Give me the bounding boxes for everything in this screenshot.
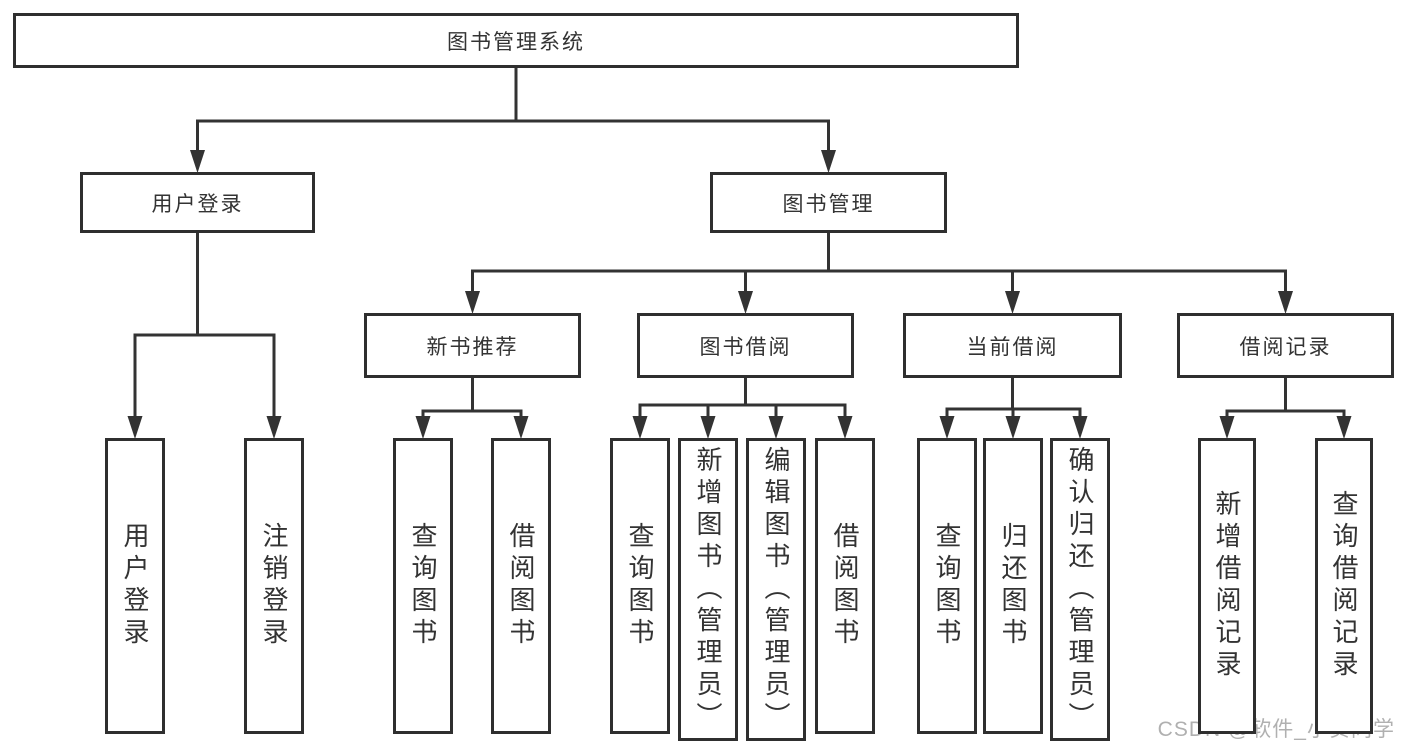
node-label: 新书推荐 xyxy=(426,335,519,359)
node-label: 查询图书 xyxy=(932,522,962,650)
node-label: 新增借阅记录 xyxy=(1212,490,1242,682)
node-label: 借阅图书 xyxy=(830,522,860,650)
arrowhead-icon xyxy=(1278,291,1293,314)
node-book-management: 图书管理 xyxy=(710,172,947,233)
edge-root xyxy=(190,67,836,173)
node-label: 借阅图书 xyxy=(506,522,536,650)
node-label: 图书借阅 xyxy=(699,335,792,359)
node-leaf-return-book: 归还图书 xyxy=(983,438,1043,734)
node-label: 用户登录 xyxy=(151,192,244,216)
node-current-borrow: 当前借阅 xyxy=(903,313,1122,378)
arrowhead-icon xyxy=(266,416,282,439)
arrowhead-icon xyxy=(465,291,480,314)
node-leaf-confirm-return: 确认归还（管理员） xyxy=(1050,438,1110,741)
node-leaf-query-book-3: 查询图书 xyxy=(917,438,977,734)
arrowhead-icon xyxy=(1072,416,1088,439)
node-label: 编辑图书（管理员） xyxy=(761,445,791,734)
arrowhead-icon xyxy=(768,416,784,439)
edge-user-login xyxy=(127,232,282,439)
node-label: 归还图书 xyxy=(998,522,1028,650)
edge-current-borrow xyxy=(939,377,1088,439)
arrowhead-icon xyxy=(1336,416,1352,439)
node-leaf-edit-book: 编辑图书（管理员） xyxy=(746,438,806,741)
arrowhead-icon xyxy=(190,150,205,173)
node-label: 用户登录 xyxy=(120,522,150,650)
edge-borrow-records xyxy=(1219,377,1352,439)
arrowhead-icon xyxy=(821,150,836,173)
node-label: 借阅记录 xyxy=(1239,335,1332,359)
node-label: 新增图书（管理员） xyxy=(693,445,723,734)
edge-book-management xyxy=(465,232,1293,314)
node-label: 当前借阅 xyxy=(966,335,1059,359)
edge-new-book-recommend xyxy=(415,377,529,439)
node-label: 图书管理系统 xyxy=(447,30,585,54)
arrowhead-icon xyxy=(1005,416,1021,439)
node-label: 图书管理 xyxy=(782,192,875,216)
node-borrow-records: 借阅记录 xyxy=(1177,313,1394,378)
node-leaf-logout: 注销登录 xyxy=(244,438,304,734)
node-leaf-query-book-2: 查询图书 xyxy=(610,438,670,734)
node-leaf-borrow-book-1: 借阅图书 xyxy=(491,438,551,734)
node-label: 注销登录 xyxy=(259,522,289,650)
node-book-borrow: 图书借阅 xyxy=(637,313,854,378)
node-label: 查询图书 xyxy=(408,522,438,650)
node-root: 图书管理系统 xyxy=(13,13,1019,68)
node-leaf-add-borrow-record: 新增借阅记录 xyxy=(1198,438,1256,734)
node-label: 查询借阅记录 xyxy=(1329,490,1359,682)
arrowhead-icon xyxy=(738,291,753,314)
arrowhead-icon xyxy=(1005,291,1020,314)
arrowhead-icon xyxy=(513,416,529,439)
node-leaf-user-login: 用户登录 xyxy=(105,438,165,734)
node-leaf-query-book-1: 查询图书 xyxy=(393,438,453,734)
arrowhead-icon xyxy=(632,416,648,439)
edge-book-borrow xyxy=(632,377,853,439)
arrowhead-icon xyxy=(939,416,955,439)
node-label: 查询图书 xyxy=(625,522,655,650)
node-leaf-add-book: 新增图书（管理员） xyxy=(678,438,738,741)
node-label: 确认归还（管理员） xyxy=(1065,445,1095,734)
node-user-login: 用户登录 xyxy=(80,172,315,233)
arrowhead-icon xyxy=(415,416,431,439)
arrowhead-icon xyxy=(1219,416,1235,439)
arrowhead-icon xyxy=(127,416,143,439)
node-leaf-query-borrow-record: 查询借阅记录 xyxy=(1315,438,1373,734)
node-leaf-borrow-book-2: 借阅图书 xyxy=(815,438,875,734)
arrowhead-icon xyxy=(700,416,716,439)
arrowhead-icon xyxy=(837,416,853,439)
node-new-book-recommend: 新书推荐 xyxy=(364,313,581,378)
